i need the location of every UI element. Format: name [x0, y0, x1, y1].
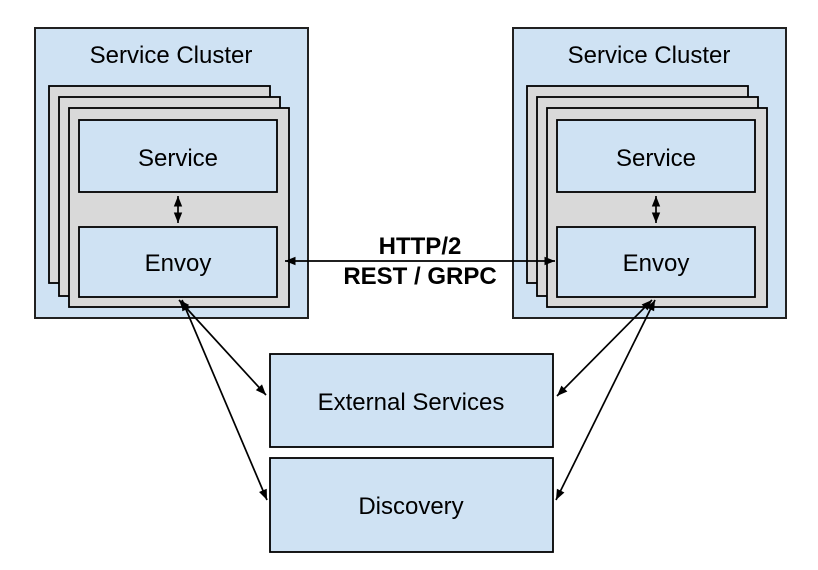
- envoy-label: Envoy: [145, 250, 212, 277]
- service-label: Service: [616, 145, 696, 172]
- external-services: External Services: [269, 353, 554, 448]
- external-services-label: External Services: [318, 389, 505, 416]
- envoy-box: [78, 226, 278, 298]
- cluster-title: Service Cluster: [568, 42, 731, 69]
- service-cluster-left: Service Cluster Service Envoy: [34, 27, 309, 319]
- external-services-box: [269, 353, 554, 448]
- left-envoy-discovery-arrow: [181, 299, 268, 501]
- envoy-label: Envoy: [623, 250, 690, 277]
- service-box: [556, 119, 756, 193]
- service-label: Service: [138, 145, 218, 172]
- link-styles-label: REST / GRPC: [343, 263, 496, 290]
- discovery: Discovery: [269, 457, 554, 553]
- envoy-envoy-link: HTTP/2 REST / GRPC: [285, 233, 555, 290]
- discovery-label: Discovery: [358, 493, 463, 520]
- service-box: [78, 119, 278, 193]
- discovery-box: [269, 457, 554, 553]
- service-cluster-right: Service Cluster Service Envoy: [512, 27, 787, 319]
- link-protocol-label: HTTP/2: [379, 233, 462, 260]
- envoy-box: [556, 226, 756, 298]
- right-envoy-discovery-arrow: [555, 299, 656, 501]
- cluster-title: Service Cluster: [90, 42, 253, 69]
